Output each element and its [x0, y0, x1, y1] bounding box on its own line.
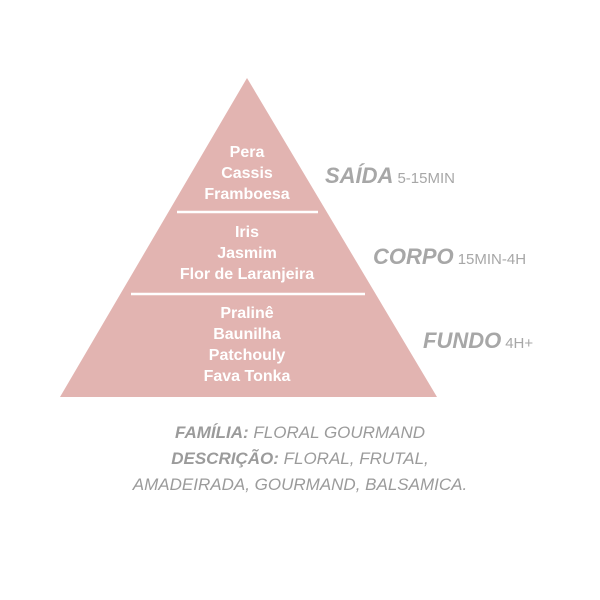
descricao-line: DESCRIÇÃO: FLORAL, FRUTAL,	[0, 446, 600, 472]
note-item: Pera	[229, 144, 265, 161]
note-item: Patchouly	[208, 347, 286, 364]
pyramid-shape	[60, 78, 437, 397]
note-item: Pralinê	[220, 305, 274, 322]
note-item: Baunilha	[213, 326, 281, 343]
tier-middle-notes: Iris Jasmim Flor de Laranjeira	[117, 222, 377, 285]
note-item: Cassis	[221, 165, 273, 182]
tier-name: SAÍDA	[325, 163, 394, 188]
tier-duration: 5-15MIN	[397, 170, 455, 187]
note-item: Framboesa	[204, 186, 290, 203]
note-item: Jasmim	[217, 245, 277, 262]
note-item: Fava Tonka	[203, 368, 291, 385]
tier-top-notes: Pera Cassis Framboesa	[117, 142, 377, 205]
note-item: Flor de Laranjeira	[179, 266, 315, 283]
familia-label: FAMÍLIA:	[175, 423, 249, 442]
tier-base-notes: Pralinê Baunilha Patchouly Fava Tonka	[117, 303, 377, 387]
descricao-value-line1: FLORAL, FRUTAL,	[283, 449, 429, 468]
tier-name: CORPO	[373, 244, 454, 269]
familia-value: FLORAL GOURMAND	[253, 423, 425, 442]
familia-line: FAMÍLIA: FLORAL GOURMAND	[0, 420, 600, 446]
tier-duration: 15MIN-4H	[457, 251, 527, 268]
descricao-value-line2: AMADEIRADA, GOURMAND, BALSAMICA.	[132, 475, 468, 494]
fragrance-info: FAMÍLIA: FLORAL GOURMAND DESCRIÇÃO: FLOR…	[0, 420, 600, 498]
tier-duration: 4H+	[505, 335, 534, 352]
descricao-label: DESCRIÇÃO:	[171, 449, 279, 468]
note-item: Iris	[234, 224, 259, 241]
tier-name: FUNDO	[423, 328, 502, 353]
